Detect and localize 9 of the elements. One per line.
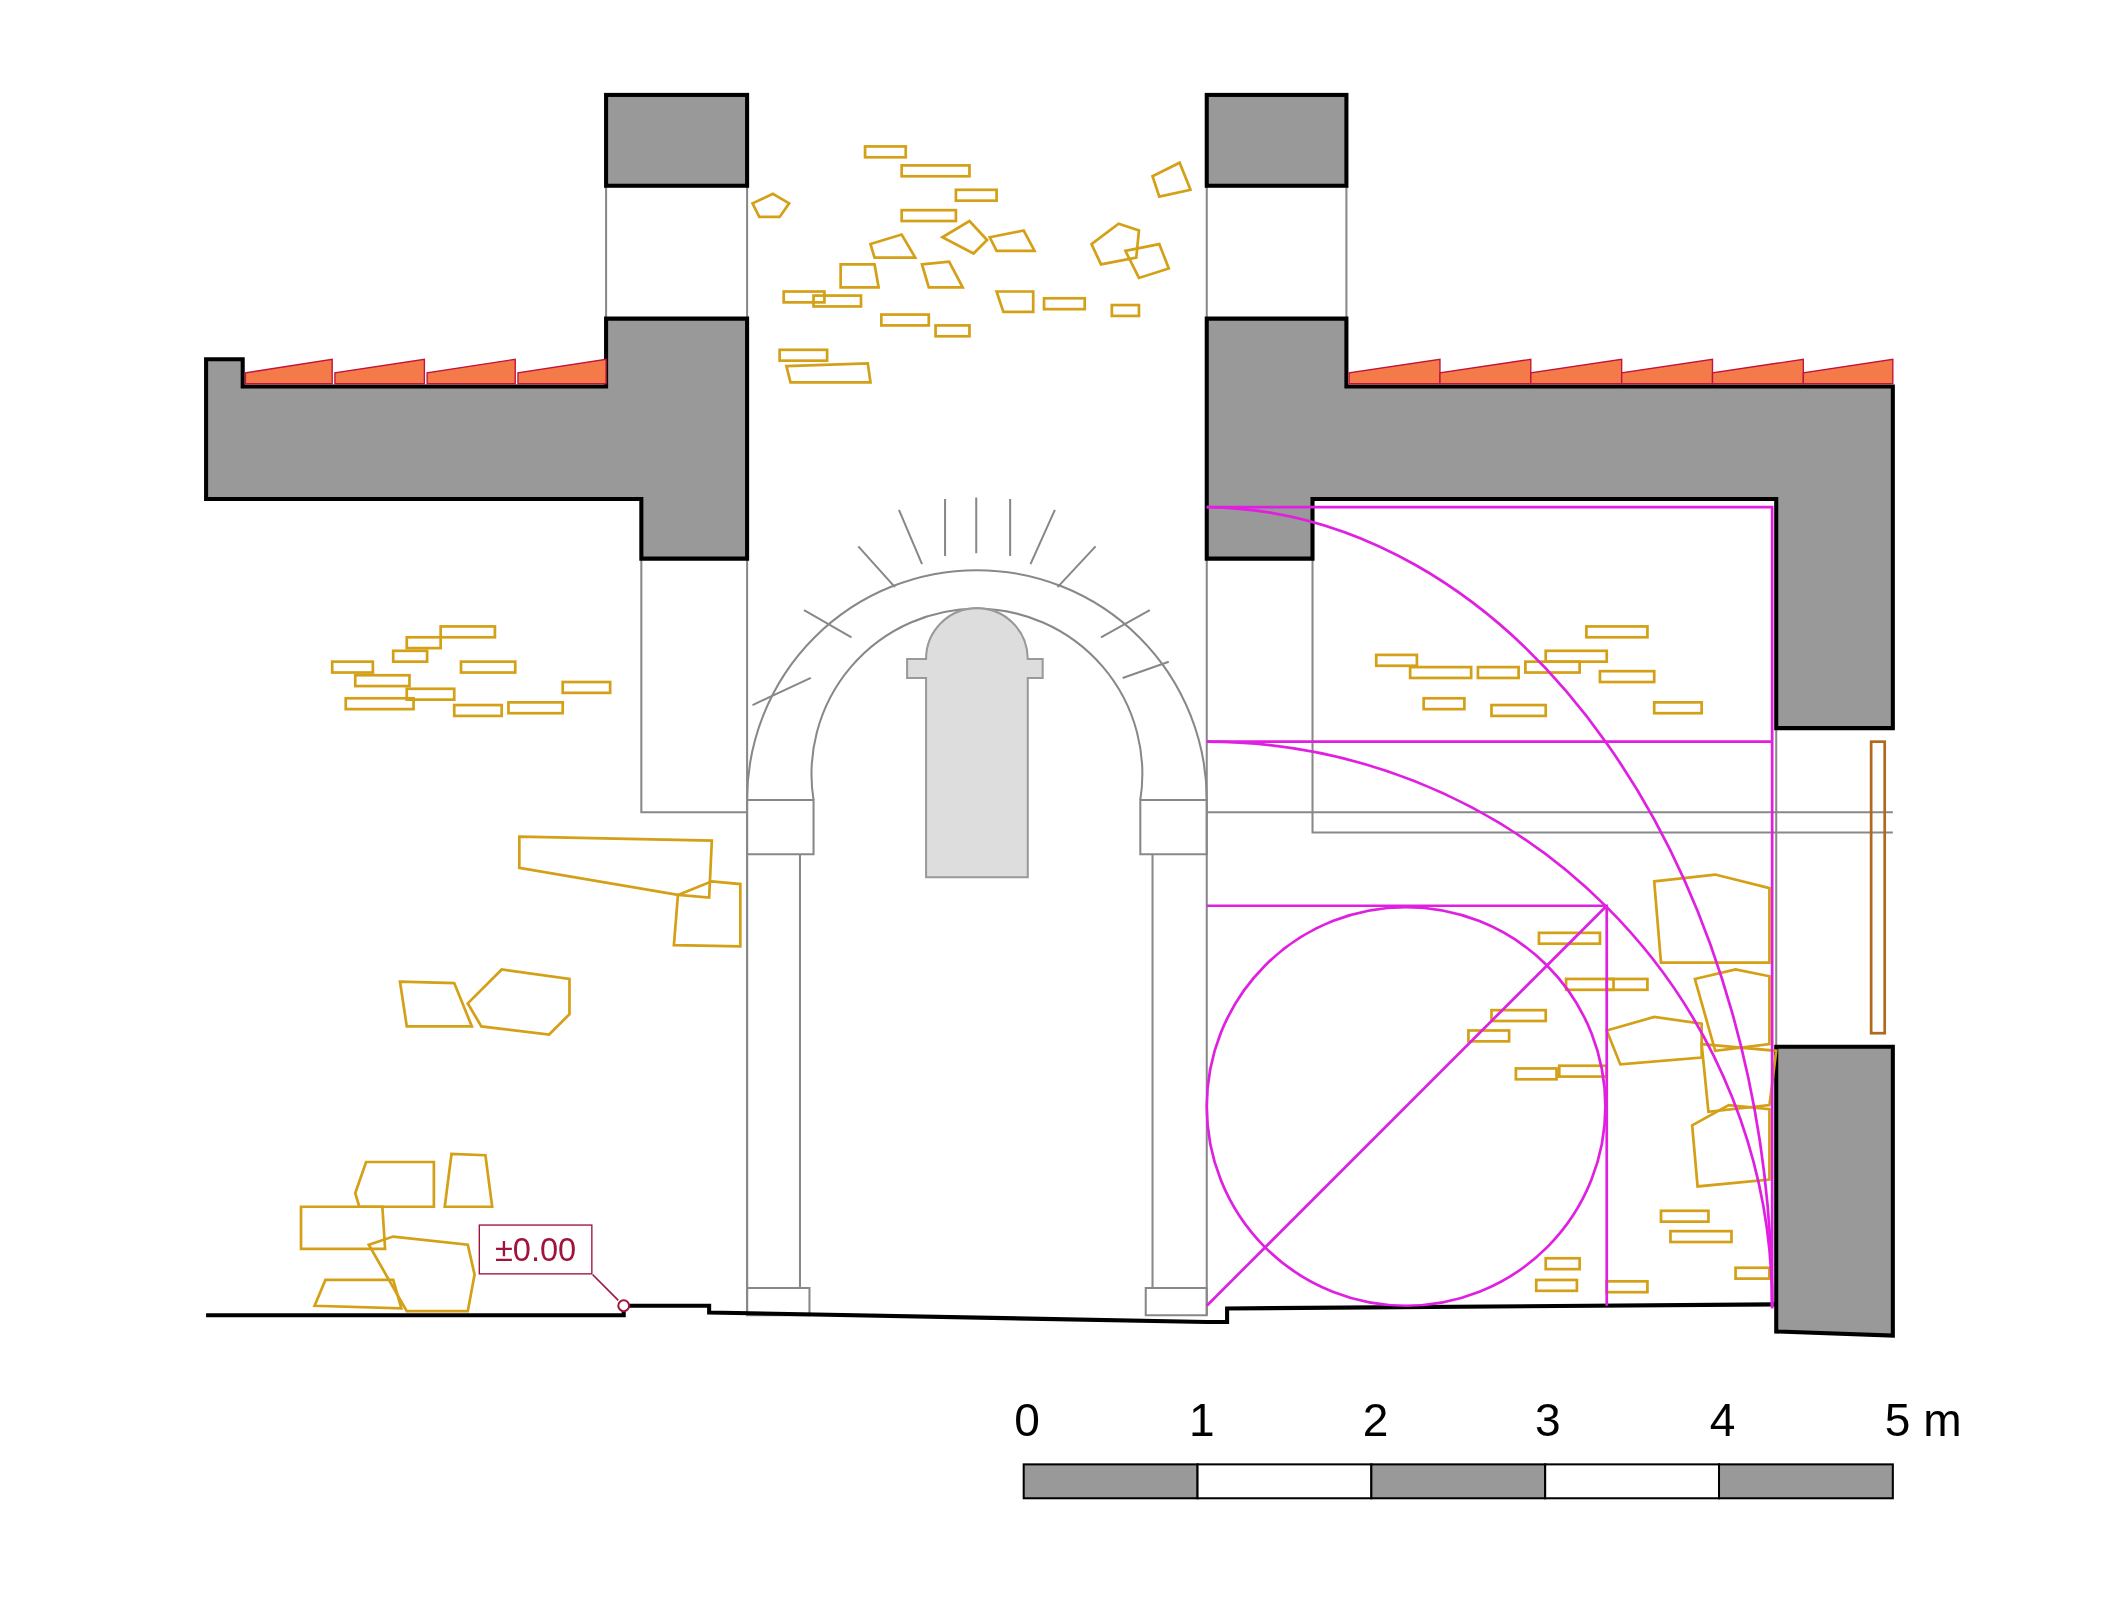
- scale-label: 3: [1534, 1396, 1561, 1443]
- scale-label: 0: [1014, 1396, 1040, 1443]
- scale-label: 1: [1189, 1396, 1215, 1443]
- scale-label: 4: [1709, 1396, 1736, 1443]
- elevation-label: ±0.00: [478, 1224, 593, 1275]
- scale-label: 2: [1362, 1396, 1389, 1443]
- leader-line: [591, 1273, 620, 1302]
- reference-point-marker: [617, 1299, 631, 1313]
- scale-label: 5 m: [1884, 1396, 1962, 1443]
